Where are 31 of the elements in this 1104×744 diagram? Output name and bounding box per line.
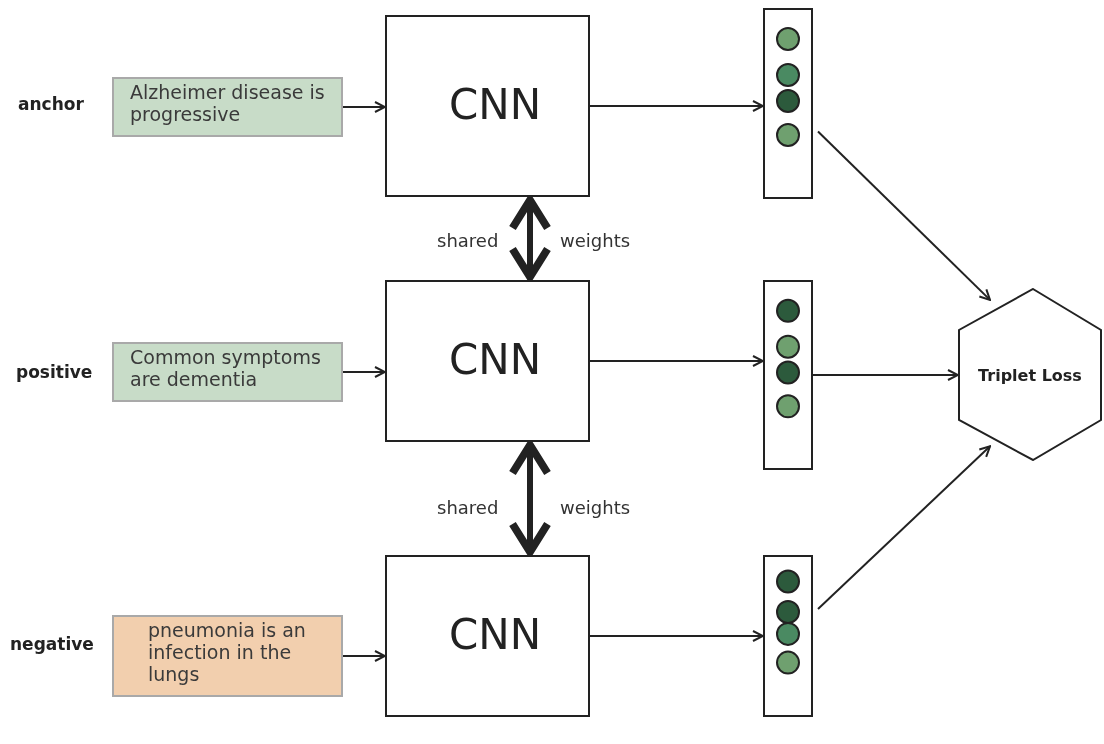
arrow (342, 101, 386, 113)
arrow (589, 355, 764, 367)
input-role-label: negative (10, 634, 94, 654)
annotation-text: weights (560, 497, 631, 518)
cnn-box (385, 15, 590, 197)
embedding-vector (763, 555, 813, 717)
shared-weights-arrow (508, 196, 552, 281)
arrow (589, 630, 764, 642)
shared-weights-arrow (508, 441, 552, 556)
input-role-label: anchor (18, 94, 84, 114)
arrow (342, 366, 386, 378)
annotation-text: shared (437, 230, 499, 251)
input-text-box: Common symptoms are dementia (112, 342, 343, 402)
annotation-text: shared (437, 497, 499, 518)
annotation-text: weights (560, 230, 631, 251)
arrow (817, 130, 991, 301)
cnn-label: CNN (449, 609, 542, 659)
input-text-box: Alzheimer disease is progressive (112, 77, 343, 137)
cnn-box (385, 555, 590, 717)
cnn-label: CNN (449, 79, 542, 129)
cnn-label: CNN (449, 334, 542, 384)
embedding-vector (763, 8, 813, 199)
arrow (589, 100, 764, 112)
arrow (342, 650, 386, 662)
arrow (817, 445, 991, 610)
embedding-vector (763, 280, 813, 470)
cnn-box (385, 280, 590, 442)
arrow (812, 369, 959, 381)
input-text-box: pneumonia is an infection in the lungs (112, 615, 343, 697)
loss-label: Triplet Loss (977, 365, 1083, 384)
input-role-label: positive (16, 362, 93, 382)
